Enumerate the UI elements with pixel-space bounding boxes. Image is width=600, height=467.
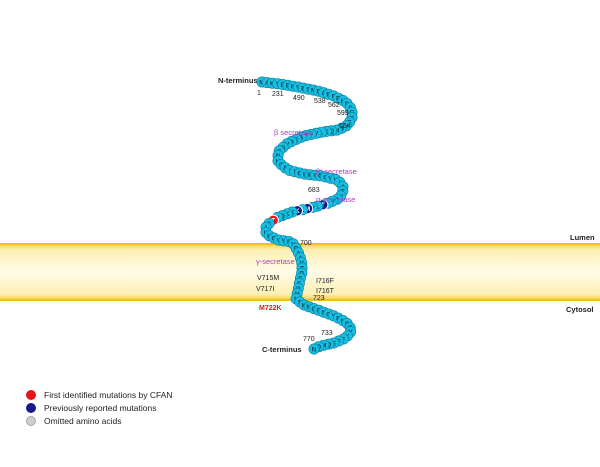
legend-label: Previously reported mutations [44, 402, 157, 413]
residue-letter: N [312, 346, 317, 353]
position-654: 654 [339, 123, 351, 130]
legend-item-reported-mutation: Previously reported mutations [26, 401, 173, 414]
mutation-label-v715m: V715M [257, 275, 279, 282]
position-700: 700 [300, 240, 312, 247]
position-683: 683 [308, 187, 320, 194]
position-599: 599 [337, 110, 349, 117]
position-538: 538 [314, 98, 326, 105]
position-490: 490 [293, 95, 305, 102]
legend: First identified mutations by CFAN Previ… [26, 388, 173, 427]
cytosol-label: Cytosol [566, 305, 594, 314]
mutation-label-i716f: I716F [316, 278, 334, 285]
residue-chain: MAKYEEKVESMDAEFRHDSGYEVHHQKLVFFAEDVGSNKG… [256, 76, 358, 355]
residue-circle [308, 343, 320, 355]
mutation-label-v717i: V717I [256, 286, 274, 293]
gamma-secretase-label: γ-secretase [256, 257, 295, 266]
lumen-label: Lumen [570, 233, 595, 242]
residue: N [308, 343, 320, 355]
position-770: 770 [303, 336, 315, 343]
legend-label: Omitted amino acids [44, 415, 122, 426]
position-733: 733 [321, 330, 333, 337]
position-1: 1 [257, 90, 261, 97]
gray-dot-icon [26, 415, 36, 426]
mutation-label-i716t: I716T [316, 288, 335, 295]
n-terminus-label: N-terminus [218, 76, 258, 85]
legend-item-new-mutation: First identified mutations by CFAN [26, 388, 173, 401]
legend-item-omitted: Omitted amino acids [26, 414, 173, 427]
beta-prime-secretase-label: β'-secretase [316, 167, 357, 176]
position-231: 231 [272, 91, 284, 98]
legend-label: First identified mutations by CFAN [44, 389, 173, 400]
position-723: 723 [313, 295, 325, 302]
navy-dot-icon [26, 402, 36, 413]
alpha-secretase-label: α-secretase [316, 195, 355, 204]
position-562: 562 [328, 102, 340, 109]
red-dot-icon [26, 389, 36, 400]
c-terminus-label: C-terminus [262, 345, 302, 354]
mutation-label-m722k: M722K [259, 305, 282, 312]
beta-secretase-label: β secretase [274, 128, 313, 137]
